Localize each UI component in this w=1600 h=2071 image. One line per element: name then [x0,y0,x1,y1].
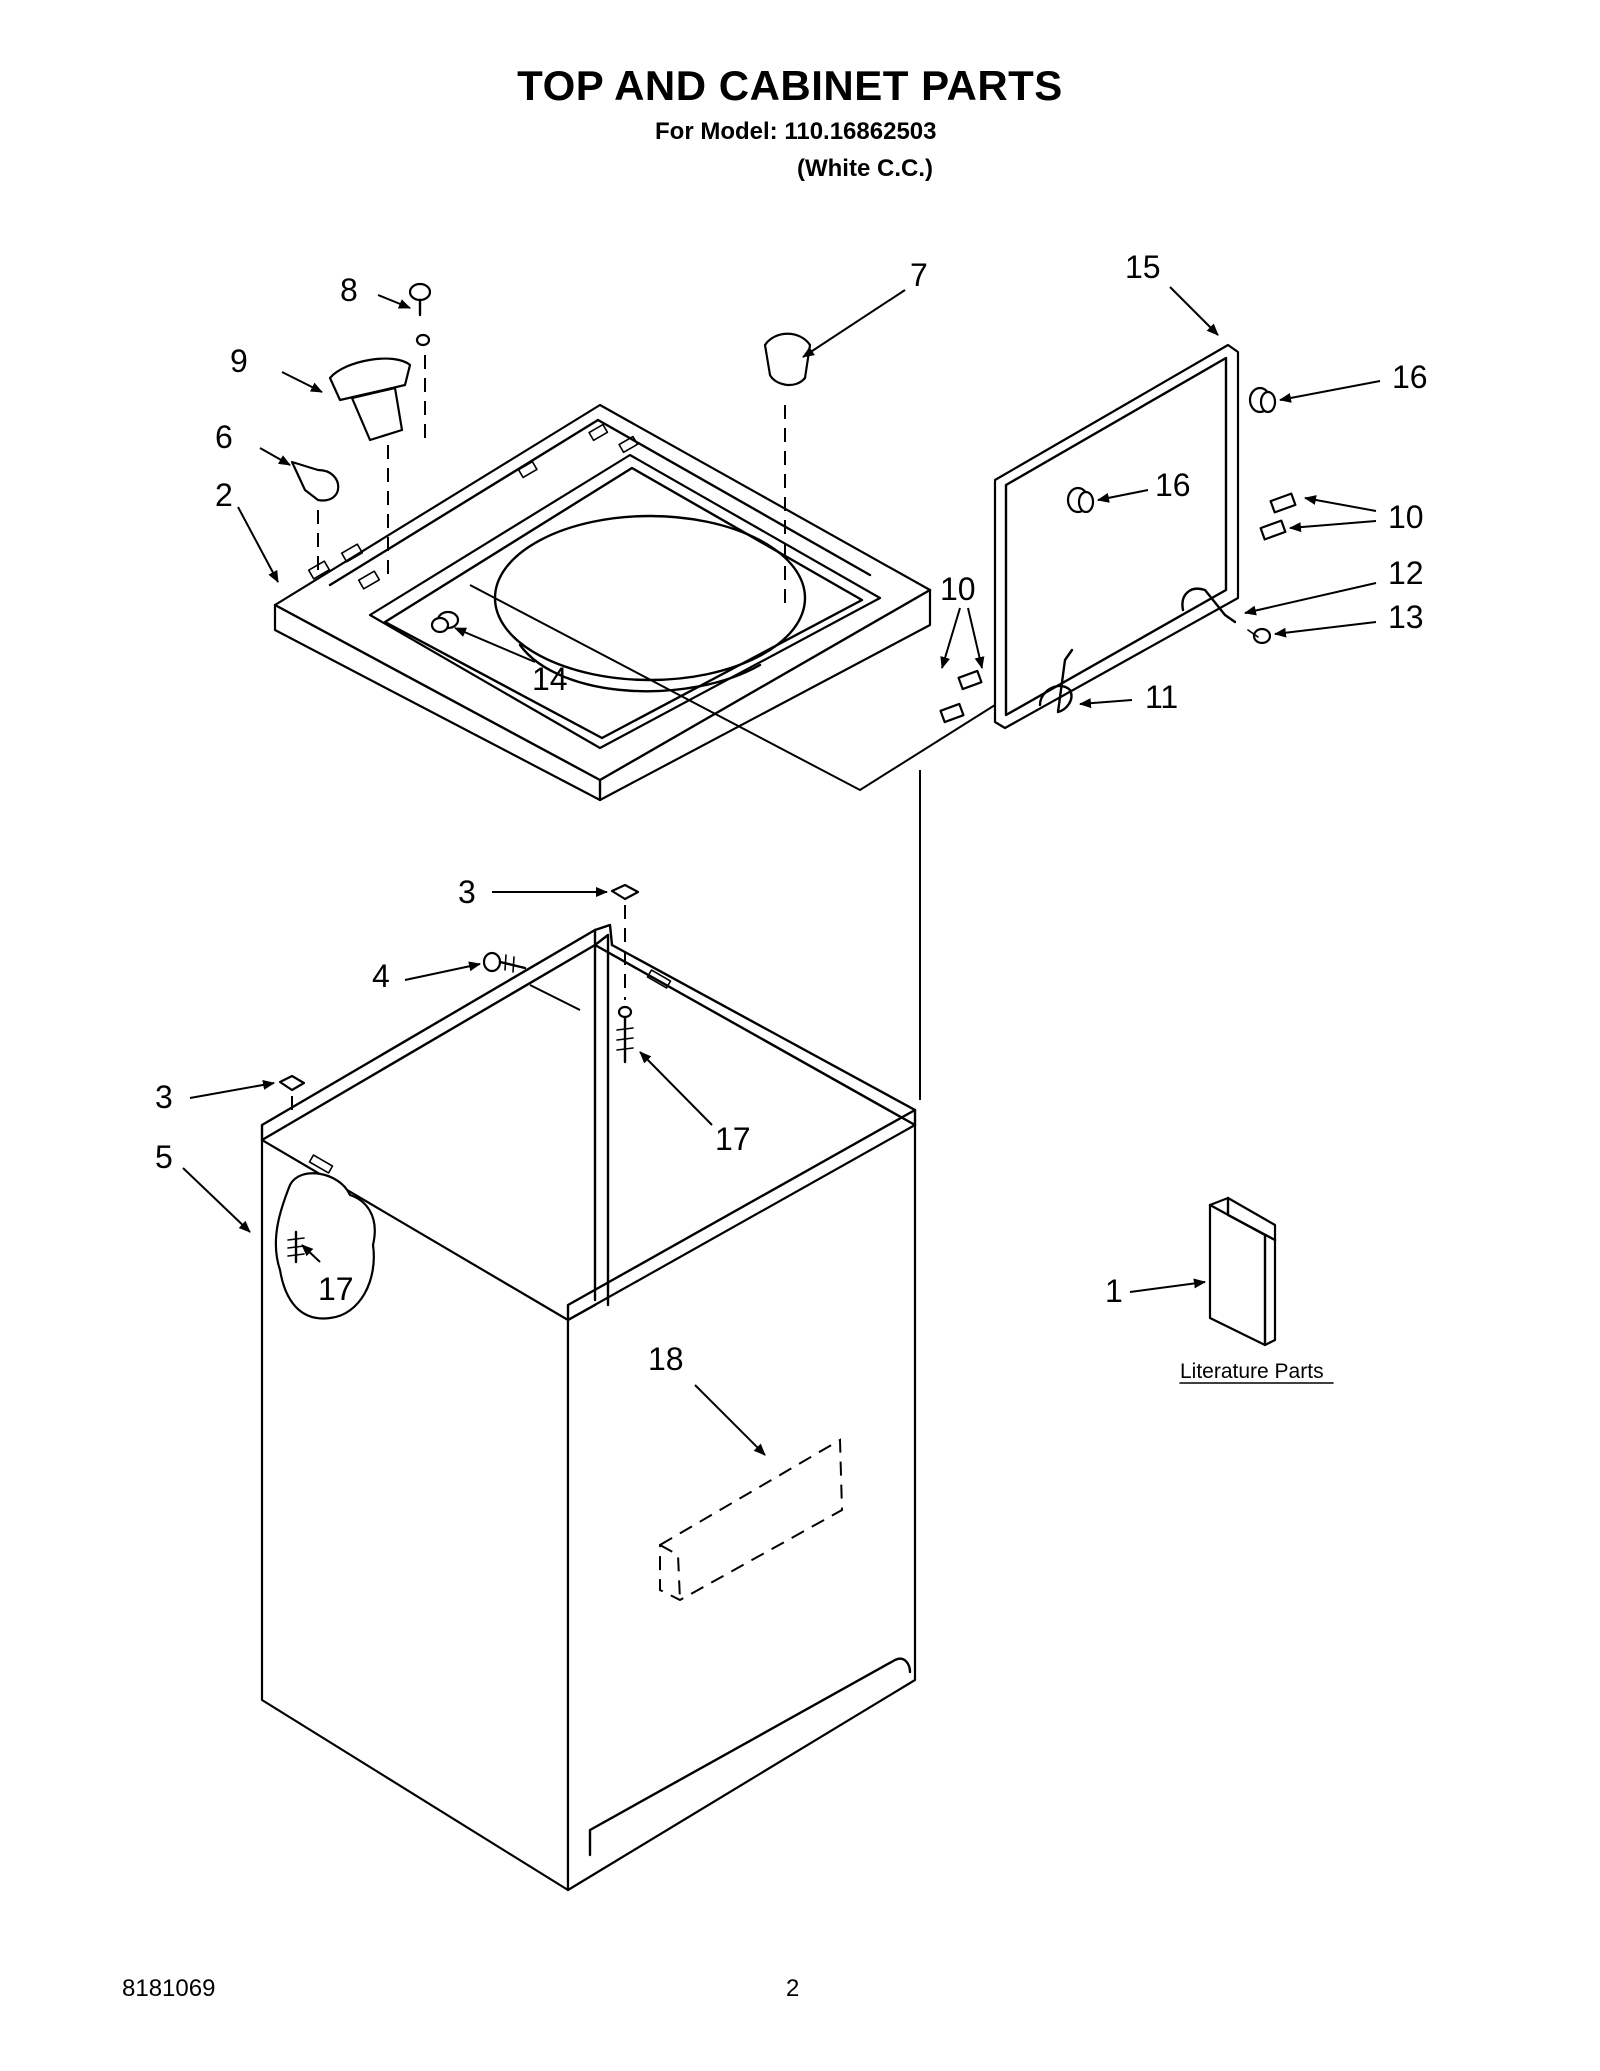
callout-7: 7 [910,257,928,293]
page-title: TOP AND CABINET PARTS [517,62,1063,109]
callout-5: 5 [155,1139,173,1175]
part-6-clip [290,460,340,502]
callout-8: 8 [340,272,358,308]
variant-line: (White C.C.) [797,155,933,182]
part-10-screws-right [1259,492,1297,541]
callout-15: 15 [1125,249,1161,285]
part-16-lid-bumper-lower [1066,486,1095,514]
callout-11: 11 [1145,679,1178,715]
part-8-screw [408,282,432,347]
part-15-lid [993,343,1240,730]
part-16-lid-bumper-upper [1248,386,1277,414]
literature-parts-label: Literature Parts [1180,1360,1324,1383]
part-18-label-location [659,1438,844,1602]
part-12-hinge [1181,587,1237,624]
document-number: 8181069 [122,1975,216,2002]
callout-13: 13 [1388,599,1424,635]
cabinet-cutaway-detail [274,1172,376,1320]
callout-10-right: 10 [1388,499,1424,535]
callout-16-upper: 16 [1392,359,1428,395]
callout-2: 2 [215,477,233,513]
callout-3-lower: 3 [155,1079,173,1115]
callout-12: 12 [1388,555,1424,591]
part-14-fill-hose-fitting [430,610,460,634]
model-line: For Model: 110.16862503 [655,118,937,145]
part-3-clip-upper [610,883,640,901]
callout-4: 4 [372,958,390,994]
part-7-lid-knob [763,332,812,387]
part-5-cabinet [260,923,917,1892]
part-3-clip-lower [278,1074,306,1092]
part-9-lid-switch [328,357,412,442]
callout-10-left: 10 [940,571,976,607]
page-number: 2 [786,1975,800,2002]
callout-16-lower: 16 [1155,467,1191,503]
part-11-hinge [1038,648,1074,714]
callout-1: 1 [1105,1273,1123,1309]
part-4-screw [482,951,527,973]
washer-top-panel [273,403,932,802]
part-17-screw-upper [616,1005,634,1064]
part-1-literature [1208,1196,1277,1347]
part-13-hinge-screw [1247,627,1272,645]
callout-18: 18 [648,1341,684,1377]
callout-9: 9 [230,343,248,379]
callout-6: 6 [215,419,233,455]
callout-17-cutaway: 17 [318,1271,354,1307]
callout-17-upper: 17 [715,1121,751,1157]
callout-14: 14 [532,661,568,697]
part-10-screws-left [939,669,983,724]
callout-3-upper: 3 [458,874,476,910]
